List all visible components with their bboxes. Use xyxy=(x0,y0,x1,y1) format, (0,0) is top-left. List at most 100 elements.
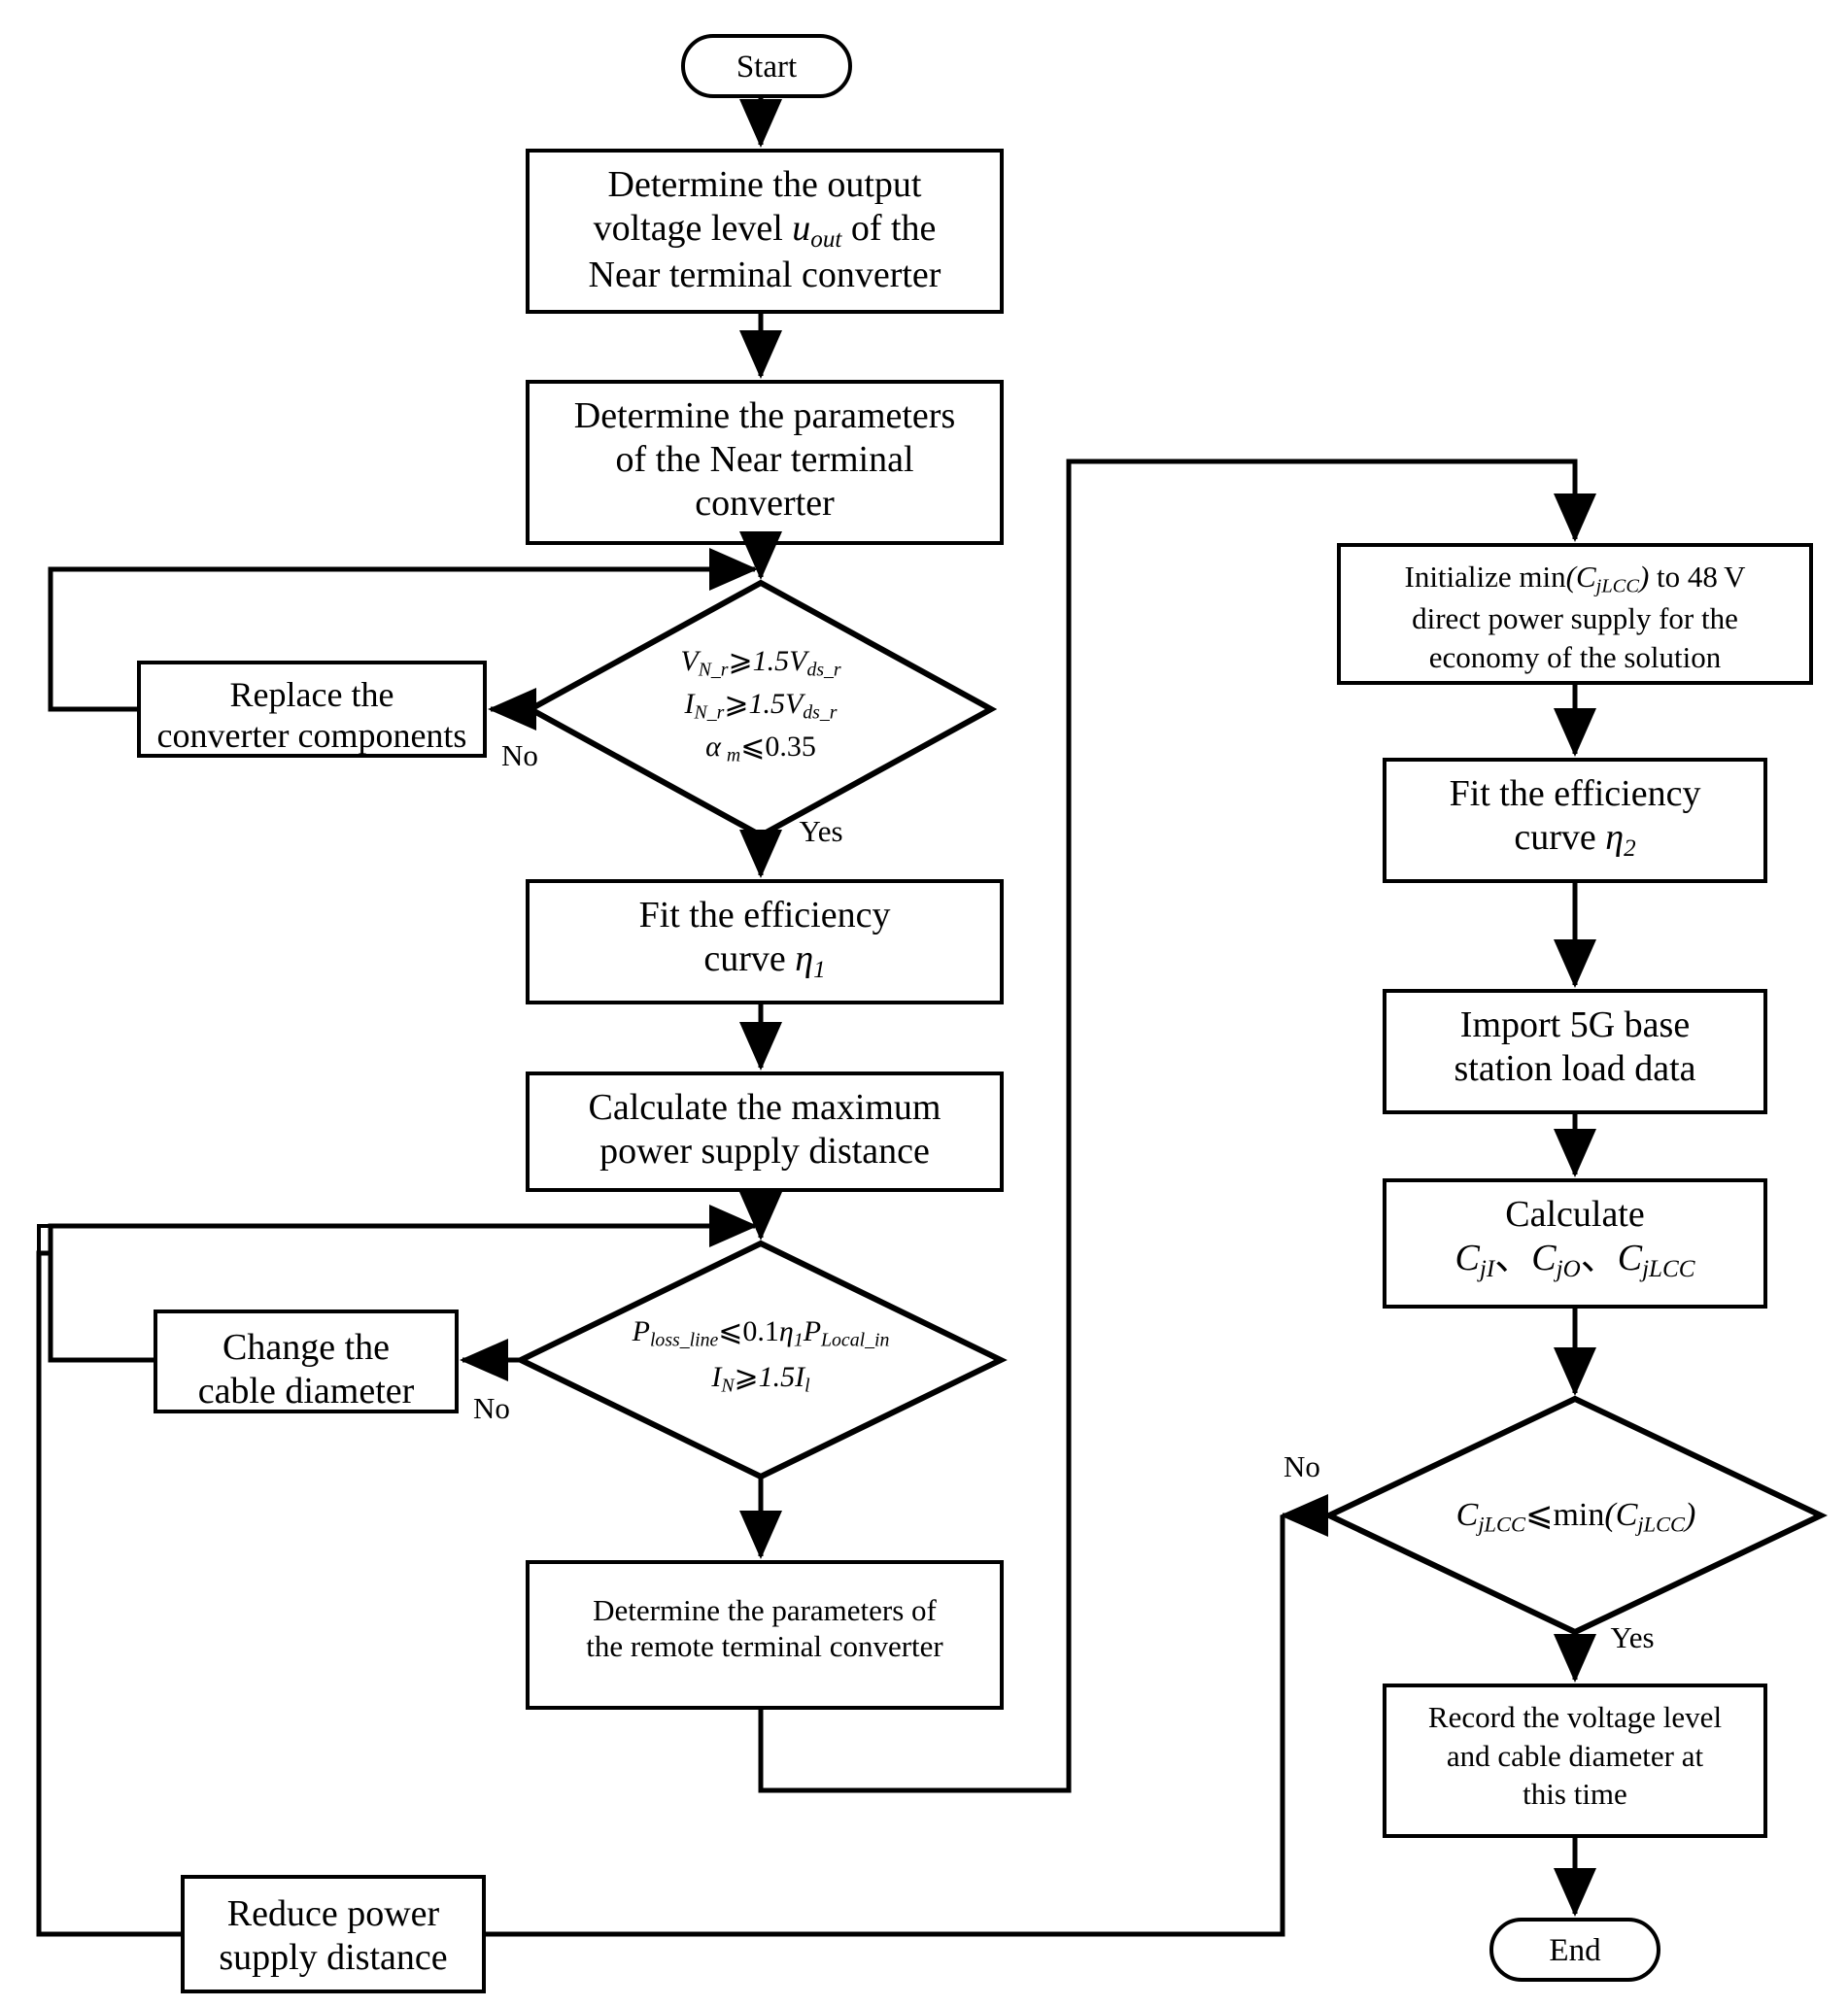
line-2-b: of the xyxy=(841,207,937,249)
node-determine-output-voltage-shape xyxy=(526,149,1004,314)
node-check-lcc-label: CjLCC⩽min(CjLCC) xyxy=(1399,1496,1753,1538)
line-2: power supply distance xyxy=(599,1130,930,1172)
subscript-m: m xyxy=(726,744,741,766)
symbol-eta: η xyxy=(795,937,814,979)
node-calc-max-distance-shape xyxy=(526,1072,1004,1192)
value-2: 1.5V xyxy=(748,687,804,720)
symbol-C: C xyxy=(1455,1497,1479,1533)
value: 1.5I xyxy=(758,1361,805,1394)
operator-ge: ⩾ xyxy=(734,1361,759,1394)
symbol-C-jI: C xyxy=(1454,1237,1480,1278)
line-2: cable diameter xyxy=(197,1370,415,1412)
value-3: 0.35 xyxy=(765,730,816,763)
line-2: and cable diameter at xyxy=(1446,1738,1704,1773)
symbol-alpha: α xyxy=(705,730,721,763)
node-check-line-loss-label: Ploss_line⩽0.1η1PLocal_in IN⩾1.5Il xyxy=(562,1310,960,1401)
condition-3: α m⩽0.35 xyxy=(591,727,931,769)
operator-ge-2: ⩾ xyxy=(724,687,749,720)
symbol-u: u xyxy=(792,207,811,249)
line-3: this time xyxy=(1523,1777,1627,1812)
condition-1: VN_r⩾1.5Vds_r xyxy=(591,641,931,684)
line-2: voltage level uout of the xyxy=(528,207,1002,255)
edge-replace-components-feedback xyxy=(48,548,759,712)
line-1: Change the xyxy=(222,1327,390,1368)
node-determine-near-params-label: Determine the parameters of the Near ter… xyxy=(528,394,1002,525)
condition-2: IN_r⩾1.5Vds_r xyxy=(591,684,931,727)
line-3: converter xyxy=(695,482,835,524)
subscript-N-r: N_r xyxy=(698,659,729,681)
fn-min: min xyxy=(1553,1497,1605,1533)
condition-1: Ploss_line⩽0.1η1PLocal_in xyxy=(562,1310,960,1355)
node-reduce-distance-shape xyxy=(181,1875,486,1993)
line-2: supply distance xyxy=(219,1936,448,1978)
node-initialize-min-label: Initialize min(CjLCC) to 48 V direct pow… xyxy=(1339,558,1811,676)
line-1-b: to 48 V xyxy=(1649,560,1746,594)
edge-reduce-distance-rail-join xyxy=(37,1224,51,1253)
subscript-1: 1 xyxy=(813,956,826,983)
subscript-loss-line: loss_line xyxy=(649,1329,719,1351)
subscript-N-r-2: N_r xyxy=(694,701,725,724)
subscript-jO: jO xyxy=(1556,1255,1581,1282)
symbol-eta: η xyxy=(778,1315,794,1347)
node-determine-remote-params-shape xyxy=(526,1560,1004,1710)
node-calculate-costs-label: Calculate CjI、CjO、CjLCC xyxy=(1385,1193,1765,1283)
symbol-P-local: P xyxy=(803,1315,822,1347)
symbol-C-jO: C xyxy=(1531,1237,1557,1278)
node-end-shape xyxy=(1489,1918,1660,1982)
node-initialize-min-shape xyxy=(1337,543,1813,685)
operator-ge: ⩾ xyxy=(728,645,753,677)
line-2-a: voltage level xyxy=(593,207,793,249)
node-record-result-label: Record the voltage level and cable diame… xyxy=(1385,1698,1765,1814)
symbol-I: I xyxy=(684,687,695,720)
line-2: converter components xyxy=(156,716,467,756)
subscript-jLCC: jLCC xyxy=(1478,1512,1525,1537)
edge-lcc-no-rail xyxy=(484,1515,1285,1937)
line-2: curve η1 xyxy=(528,937,1002,985)
subscript-jLCC-2: jLCC xyxy=(1637,1512,1686,1537)
edge-label-lcc-no: No xyxy=(1283,1449,1320,1483)
subscript-jLCC: jLCC xyxy=(1595,575,1639,597)
line-2-a: curve xyxy=(1514,816,1606,858)
edge-remote-params-to-initialize xyxy=(758,459,1596,1793)
subscript-local-in: Local_in xyxy=(821,1329,890,1351)
node-import-load-shape xyxy=(1383,989,1767,1114)
subscript-ds-r-2: ds_r xyxy=(803,701,838,724)
line-2: curve η2 xyxy=(1385,816,1765,864)
line-1: Fit the efficiency xyxy=(638,895,891,935)
condition-1: CjLCC⩽min(CjLCC) xyxy=(1399,1496,1753,1538)
line-2: the remote terminal converter xyxy=(586,1628,943,1663)
node-change-cable-label: Change the cable diameter xyxy=(155,1326,457,1413)
node-record-result-shape xyxy=(1383,1684,1767,1838)
condition-2: IN⩾1.5Il xyxy=(562,1355,960,1401)
line-1-a: Initialize min xyxy=(1404,560,1566,594)
symbol-u-out: uout xyxy=(792,207,841,253)
edge-label-converter-yes: Yes xyxy=(799,814,843,848)
line-1: Reduce power xyxy=(226,1893,440,1934)
separator-2: 、 xyxy=(1580,1237,1618,1278)
symbol-eta: η xyxy=(1605,816,1625,858)
line-1: Calculate xyxy=(1505,1194,1645,1235)
subscript-l: l xyxy=(804,1375,810,1397)
paren-open-C: (C xyxy=(1565,560,1596,594)
node-check-converter-label: VN_r⩾1.5Vds_r IN_r⩾1.5Vds_r α m⩽0.35 xyxy=(591,641,931,769)
line-1: Determine the output xyxy=(607,164,922,205)
subscript-out: out xyxy=(810,225,842,253)
operator-le: ⩽ xyxy=(1524,1497,1554,1533)
node-fit-eff-2-shape xyxy=(1383,758,1767,883)
value-1: 1.5V xyxy=(752,645,807,677)
node-replace-components-label: Replace the converter components xyxy=(139,674,485,757)
symbol-C-jLCC: C xyxy=(1617,1237,1643,1278)
line-2: station load data xyxy=(1454,1047,1696,1089)
node-determine-remote-params-label: Determine the parameters of the remote t… xyxy=(528,1593,1002,1664)
paren-close: ) xyxy=(1638,560,1650,594)
node-calc-max-distance-label: Calculate the maximum power supply dista… xyxy=(528,1086,1002,1174)
line-2: of the Near terminal xyxy=(615,438,914,480)
node-reduce-distance-label: Reduce power supply distance xyxy=(183,1892,484,1980)
line-3: economy of the solution xyxy=(1428,639,1722,674)
subscript-N: N xyxy=(721,1375,735,1397)
node-determine-output-voltage-label: Determine the output voltage level uout … xyxy=(528,163,1002,297)
edge-reduce-distance-feedback xyxy=(36,1250,183,1937)
node-fit-eff-2-label: Fit the efficiency curve η2 xyxy=(1385,772,1765,863)
line-2: CjI、CjO、CjLCC xyxy=(1385,1237,1765,1284)
